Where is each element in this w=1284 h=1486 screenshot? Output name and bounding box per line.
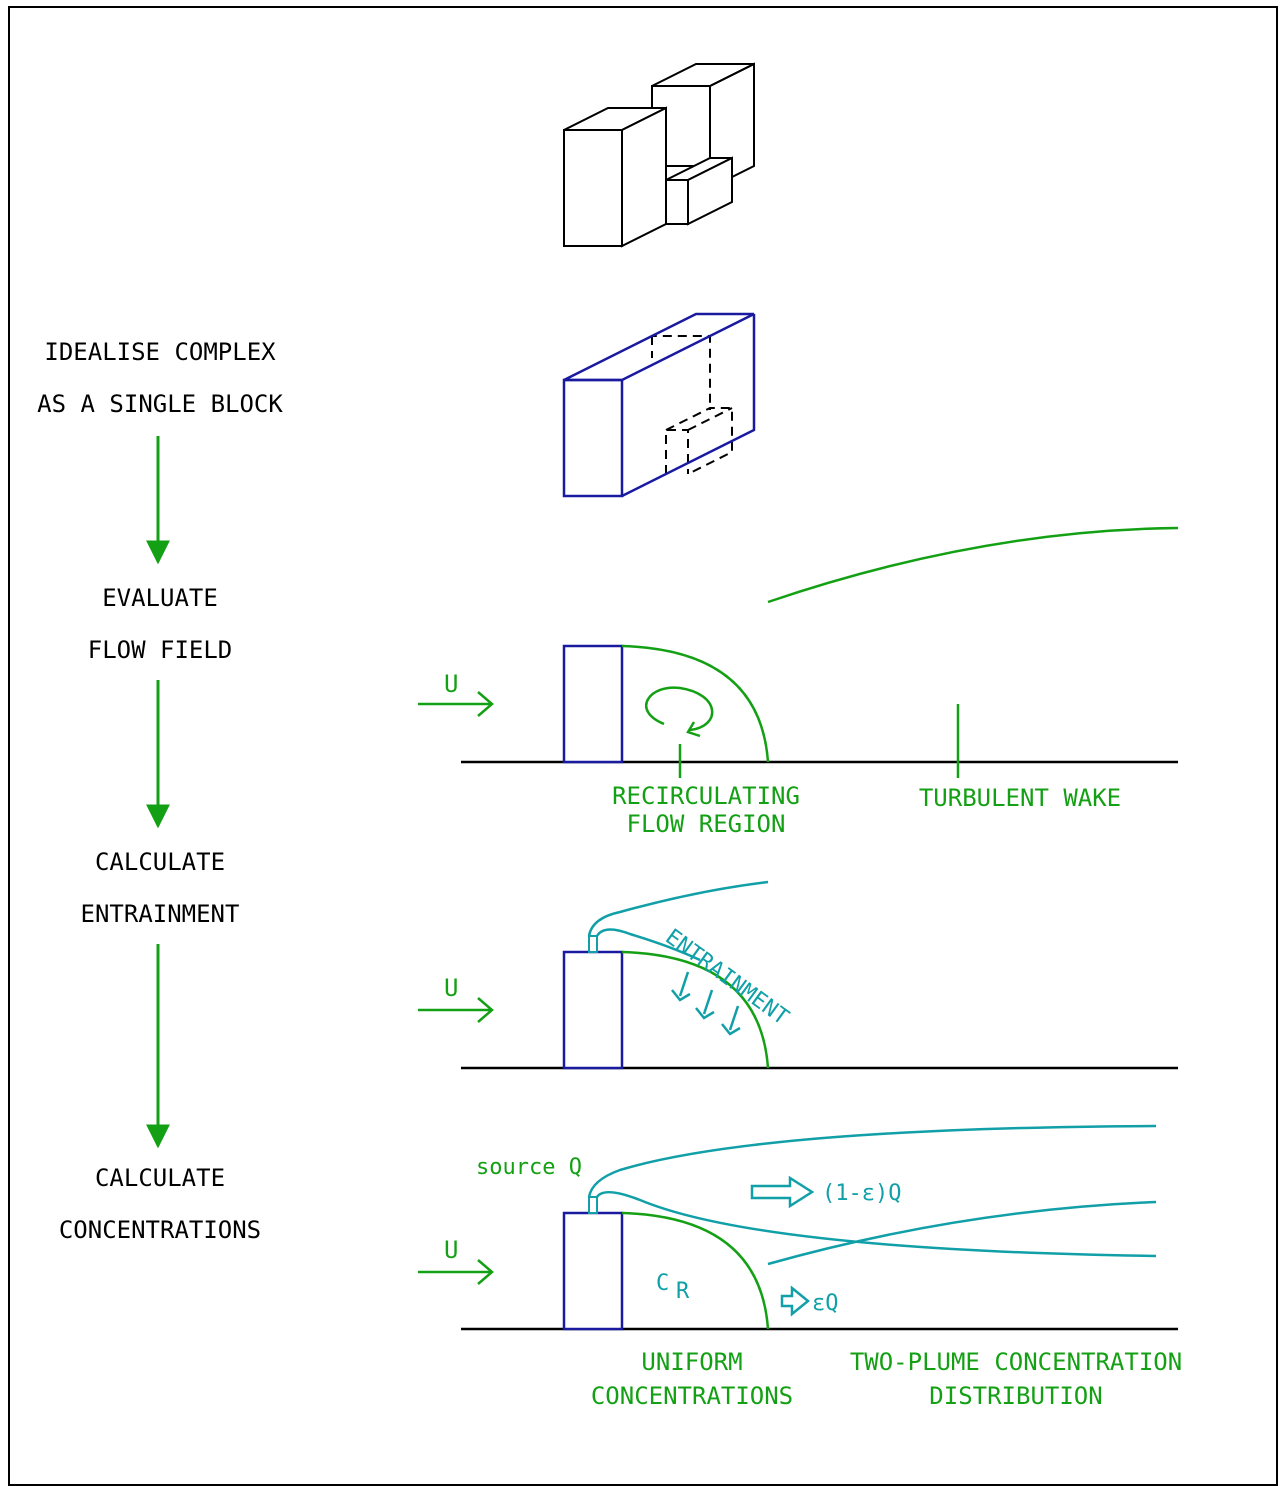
main-block-side (621, 106, 667, 248)
source-label: source Q (476, 1155, 582, 1180)
entrainment-arrows (671, 971, 741, 1036)
wind-label: U (444, 670, 458, 698)
main-block-front (563, 129, 623, 247)
cr-label: C (656, 1271, 669, 1296)
step-concentrations-line2: CONCENTRATIONS (59, 1216, 261, 1244)
hidden-small-front (665, 429, 689, 474)
wind-label: U (444, 974, 458, 1002)
lower-flux-label: εQ (812, 1291, 839, 1316)
upper-flux-arrow (750, 1175, 815, 1209)
step-idealise-line1: IDEALISE COMPLEX (44, 338, 276, 366)
wind-arrow (418, 691, 494, 717)
plume-upper-edge (587, 1124, 1157, 1198)
stack (588, 1196, 598, 1214)
recirculation-boundary (621, 1211, 770, 1330)
step-evaluate-line1: EVALUATE (102, 584, 218, 612)
uniform-label-line2: CONCENTRATIONS (591, 1382, 793, 1410)
stack (588, 935, 598, 953)
building-complex (563, 62, 755, 248)
step-idealise: IDEALISE COMPLEX AS A SINGLE BLOCK (37, 338, 283, 418)
eddy-arrowhead (686, 721, 701, 738)
block-side (621, 314, 756, 498)
hidden-small-top (665, 407, 733, 475)
recirculation-eddy (645, 686, 714, 732)
wind-label: U (444, 1236, 458, 1264)
tall-block-top (651, 63, 755, 87)
recirculation-boundary (621, 644, 770, 763)
idealised-block (562, 312, 756, 498)
plume-lower-edge (595, 928, 701, 962)
two-plume-label-line1: TWO-PLUME CONCENTRATION (850, 1348, 1182, 1376)
building (562, 644, 624, 764)
step-entrainment-line1: CALCULATE (95, 848, 225, 876)
hidden-tall-outline (607, 335, 711, 410)
lower-flux-arrow (780, 1285, 810, 1317)
concentrations-panel: U source Q (1-ε)Q εQ C R UNIFORM CONCENT… (418, 1124, 1182, 1410)
step-concentrations-line1: CALCULATE (95, 1164, 225, 1192)
building (562, 950, 624, 1070)
step-entrainment: CALCULATE ENTRAINMENT (81, 848, 240, 928)
small-block-side (687, 156, 733, 226)
recirc-label-line1: RECIRCULATING (612, 782, 800, 810)
recirculation-boundary (621, 950, 770, 1069)
recirc-label-line2: FLOW REGION (627, 810, 786, 838)
wake-boundary (767, 526, 1179, 604)
step-idealise-line2: AS A SINGLE BLOCK (37, 390, 283, 418)
entrainment-panel: U ENTRAINMENT (418, 880, 1178, 1070)
small-block-front (665, 179, 689, 225)
flow-field-panel: U RECIRCULATING FLOW REGION TURBULENT WA… (418, 526, 1179, 838)
entrainment-label: ENTRAINMENT (660, 925, 793, 1031)
plume-lower-edge (595, 1191, 1157, 1258)
ground-plume-edge (767, 1200, 1157, 1266)
building (562, 1211, 624, 1331)
step-evaluate: EVALUATE FLOW FIELD (88, 584, 233, 664)
cr-subscript: R (676, 1279, 690, 1304)
uniform-label-line1: UNIFORM (641, 1348, 742, 1376)
block-front (562, 378, 624, 498)
upper-flux-label: (1-ε)Q (822, 1181, 901, 1206)
step-entrainment-line2: ENTRAINMENT (81, 900, 240, 928)
plume-upper-edge (587, 880, 769, 937)
step-concentrations: CALCULATE CONCENTRATIONS (59, 1164, 261, 1244)
wind-arrow (418, 997, 494, 1023)
block-top (563, 312, 755, 382)
wind-arrow (418, 1259, 494, 1285)
wake-label: TURBULENT WAKE (919, 784, 1121, 812)
hidden-edge-2 (687, 407, 733, 431)
tall-block-side (709, 62, 755, 190)
step-evaluate-line2: FLOW FIELD (88, 636, 233, 664)
two-plume-label-line2: DISTRIBUTION (929, 1382, 1102, 1410)
